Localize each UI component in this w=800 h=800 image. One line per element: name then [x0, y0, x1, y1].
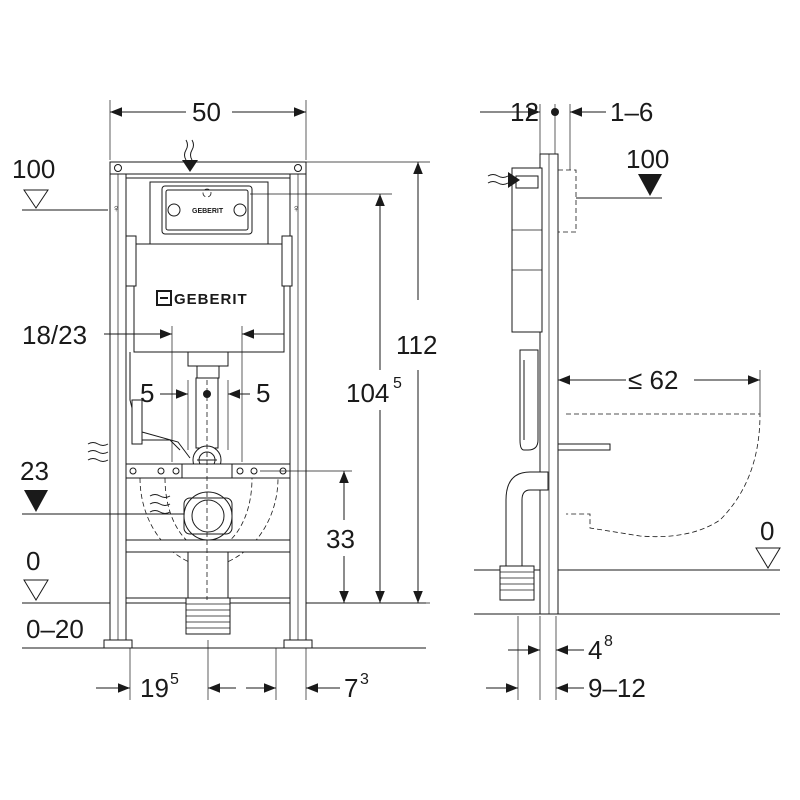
level-marker-23 — [24, 490, 48, 512]
dim-bolt-height: 33 — [326, 524, 355, 554]
side-water-inlet-icon — [487, 172, 520, 188]
level-marker-0-front — [23, 579, 49, 601]
dim-flush-level-side: 100 — [626, 144, 669, 174]
cistern-side-bracket-left — [125, 235, 137, 287]
dim-floor-level-front: 0 — [26, 546, 40, 576]
side-drain-end — [499, 565, 535, 601]
dim-side-top-right: 1–6 — [610, 97, 653, 127]
dim-pipe-right: 5 — [256, 378, 270, 408]
dim-width-front: 50 — [192, 97, 221, 127]
frame-left-post — [109, 161, 127, 649]
side-flush-pipe — [519, 349, 539, 451]
dim-side-bottom-inner: 4 — [588, 635, 602, 665]
dim-foot-right-sup: 3 — [360, 671, 369, 688]
frame-lower-rail — [125, 539, 291, 553]
frame-top-rail — [109, 161, 307, 175]
dim-pipe-left: 5 — [140, 378, 154, 408]
dim-side-bottom-inner-sup: 8 — [604, 633, 613, 650]
frame-right-post — [289, 161, 307, 649]
dim-floor-adjust: 0–20 — [26, 614, 84, 644]
side-cistern — [511, 167, 543, 333]
foot-right — [283, 639, 313, 649]
svg-text:♀: ♀ — [112, 203, 120, 215]
dim-bowl-projection: ≤ 62 — [628, 365, 678, 395]
drain-pipe — [187, 551, 229, 599]
dim-drain-height: 23 — [20, 456, 49, 486]
level-marker-0-side — [755, 547, 781, 569]
drain-wave-icon — [149, 494, 171, 514]
dim-flush-offset: 18/23 — [22, 320, 87, 350]
side-drain-elbow — [505, 471, 549, 571]
flush-plate-brand: GEBERIT — [192, 208, 224, 215]
water-inlet-icon — [182, 139, 198, 172]
side-flush-plate — [557, 169, 577, 233]
drain-connector — [183, 491, 233, 541]
dim-side-bottom-outer: 9–12 — [588, 673, 646, 703]
dim-height-frame: 104 — [346, 378, 389, 408]
dim-side-top-left: 12 — [510, 97, 539, 127]
svg-text:♀: ♀ — [292, 203, 300, 215]
dim-foot-left: 19 — [140, 673, 169, 703]
flush-plate: GEBERIT — [161, 185, 253, 235]
level-marker-100-side — [638, 174, 662, 196]
dim-foot-right: 7 — [344, 673, 358, 703]
dim-foot-left-sup: 5 — [170, 671, 179, 688]
side-wc-bolt — [557, 443, 611, 451]
side-view: 12 1–6 100 ≤ 62 0 4 8 9–12 — [474, 97, 781, 703]
level-marker-100-front — [23, 189, 49, 209]
dim-height-total: 112 — [396, 330, 437, 360]
side-wc-bowl — [566, 413, 761, 538]
cistern-brand-text: GEBERIT — [174, 291, 248, 308]
foot-left — [103, 639, 133, 649]
dim-flush-level-front: 100 — [12, 154, 55, 184]
front-view: GEBERIT ♀ ♀ GEBERIT — [12, 97, 437, 703]
dim-height-frame-sup: 5 — [393, 375, 402, 392]
geberit-logo: GEBERIT — [156, 290, 248, 308]
dim-floor-level-side: 0 — [760, 516, 774, 546]
flush-wave-icon — [87, 442, 109, 462]
cistern-side-bracket-right — [281, 235, 293, 287]
